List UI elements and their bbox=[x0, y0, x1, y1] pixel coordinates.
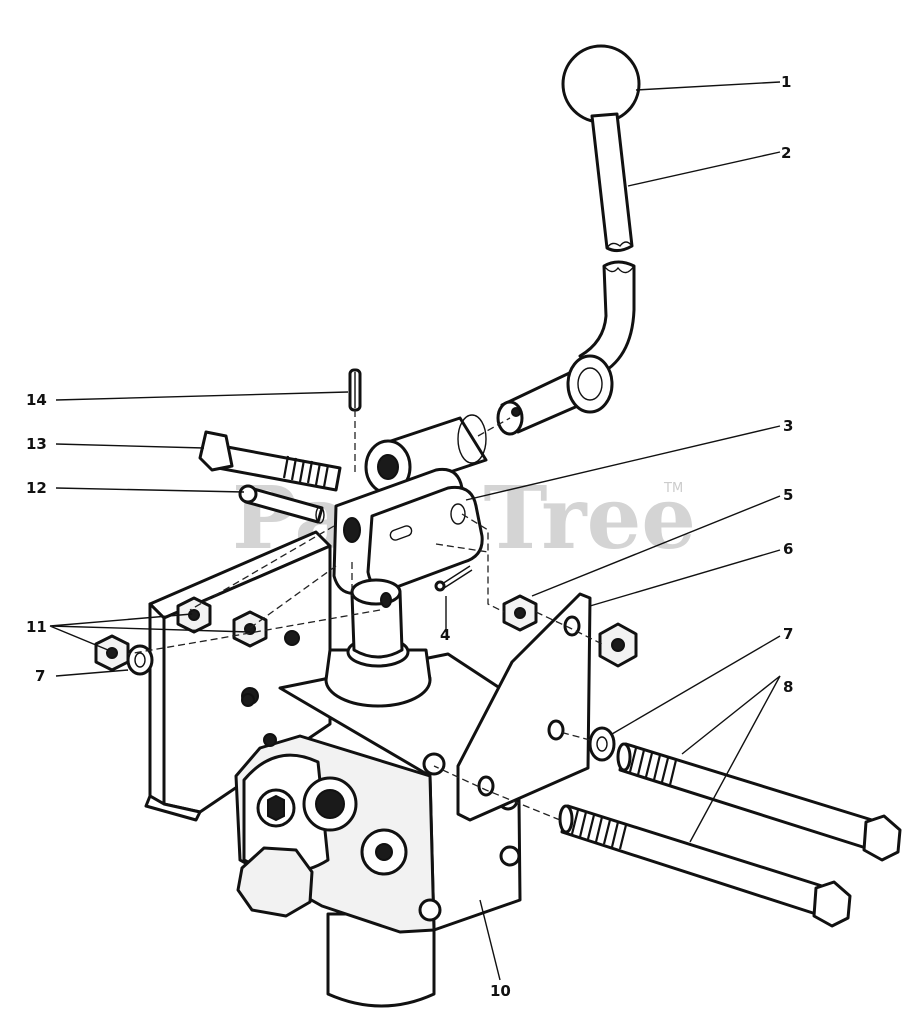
hex-nut-5 bbox=[502, 594, 538, 632]
leader-lines bbox=[49, 81, 781, 981]
pivot-bolt bbox=[198, 430, 342, 492]
mounting-bolt-lower bbox=[558, 804, 852, 928]
callout-11: 11 bbox=[26, 618, 47, 636]
callout-12: 12 bbox=[26, 479, 47, 497]
callout-10: 10 bbox=[490, 982, 511, 1000]
roll-pin bbox=[348, 368, 362, 412]
hex-nut-right bbox=[598, 622, 638, 668]
callout-7-left: 7 bbox=[35, 667, 45, 685]
bracket-nut-2 bbox=[232, 610, 268, 648]
lock-washer-right bbox=[588, 726, 616, 762]
mounting-plate bbox=[456, 592, 592, 822]
bracket-nut-1 bbox=[176, 596, 212, 634]
knob bbox=[561, 44, 641, 124]
callout-3: 3 bbox=[783, 417, 793, 435]
assembly-lines bbox=[127, 410, 603, 821]
pivot-sleeve bbox=[364, 414, 488, 495]
lever-shaft bbox=[496, 354, 614, 436]
callout-5: 5 bbox=[783, 486, 793, 504]
watermark-trademark: TM bbox=[663, 481, 683, 496]
callout-6: 6 bbox=[783, 540, 793, 558]
callout-8: 8 bbox=[783, 678, 793, 696]
mounting-bolt-upper bbox=[616, 742, 902, 862]
lock-washer-left bbox=[126, 644, 154, 676]
callout-13: 13 bbox=[26, 435, 47, 453]
clevis-pin bbox=[238, 484, 325, 524]
callout-14: 14 bbox=[26, 391, 47, 409]
loose-nut bbox=[94, 634, 130, 672]
callout-1: 1 bbox=[781, 73, 791, 91]
control-valve bbox=[234, 578, 522, 1008]
callout-4: 4 bbox=[440, 626, 450, 644]
callouts: 1 2 3 4 5 6 7 7 8 10 11 12 13 14 bbox=[26, 73, 793, 1000]
callout-2: 2 bbox=[781, 144, 791, 162]
callout-7-right: 7 bbox=[783, 625, 793, 643]
lever-handle bbox=[578, 112, 636, 378]
cotter-pin bbox=[434, 565, 473, 592]
